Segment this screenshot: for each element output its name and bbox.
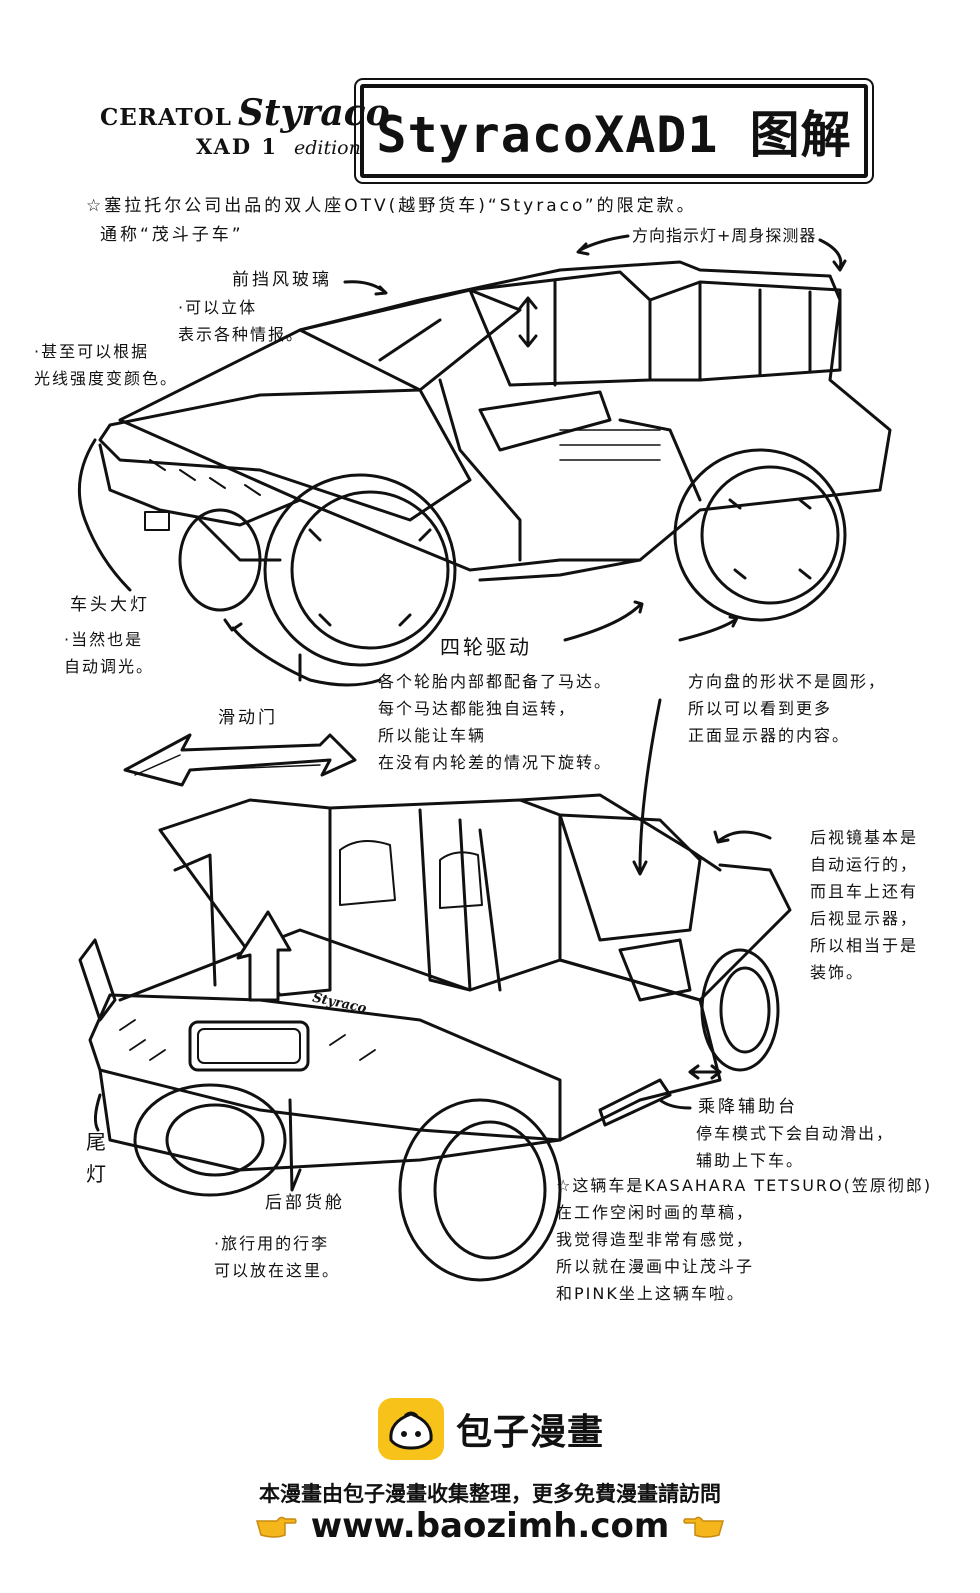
- windshield-desc: ·可以立体 表示各种情报。: [178, 298, 305, 344]
- sliding-door-label: 滑动门: [218, 708, 278, 728]
- site-url-row[interactable]: www.baozimh.com: [0, 1506, 980, 1546]
- brand-model-code: XAD 1: [196, 134, 278, 159]
- footer-notice: 本漫畫由包子漫畫收集整理，更多免費漫畫請訪問: [259, 1482, 721, 1506]
- title-box: StyracoXAD1 图解: [354, 78, 874, 184]
- headlight-label: 车头大灯: [70, 595, 150, 615]
- headlight-bracket: [77, 438, 132, 592]
- mirror-arrow: [718, 830, 772, 842]
- taillight-bracket: [93, 1093, 102, 1132]
- 4wd-label: 四轮驱动: [440, 635, 532, 659]
- step-label: 乘降辅助台: [698, 1097, 798, 1117]
- site-logo[interactable]: 包子漫畫: [378, 1398, 604, 1460]
- cargo-desc: ·旅行用的行李 可以放在这里。: [214, 1234, 341, 1280]
- cargo-up-arrow: [236, 910, 292, 1002]
- cargo-bracket: [288, 1098, 302, 1192]
- headlight-desc: ·当然也是 自动调光。: [64, 630, 155, 676]
- turn-signal-label: 方向指示灯+周身探测器: [632, 226, 817, 245]
- author-note: ☆这辆车是KASAHARA TETSURO(笠原彻郎) 在工作空闲时画的草稿， …: [556, 1176, 933, 1303]
- brand-maker: CERATOL: [100, 104, 232, 131]
- step-desc: 停车模式下会自动滑出， 辅助上下车。: [696, 1124, 895, 1170]
- bun-logo-icon: [378, 1398, 444, 1460]
- step-arrow: [688, 1064, 722, 1080]
- brand-model-script: Styraco: [237, 92, 390, 134]
- brand-edition: edition: [293, 137, 361, 159]
- cargo-label: 后部货舱: [265, 1193, 345, 1213]
- front-vehicle-drawing: [98, 260, 892, 667]
- taillight-label: 尾 灯: [86, 1130, 109, 1186]
- intro-note-line2: 通称“茂斗子车”: [100, 225, 244, 245]
- 4wd-arrow-front: [231, 626, 382, 687]
- sliding-door-arrow: [123, 733, 357, 787]
- page-title: StyracoXAD1 图解: [376, 106, 852, 164]
- pointing-left-icon: [683, 1516, 725, 1538]
- signal-arrow-right: [818, 238, 843, 270]
- windshield-updown-arrow: [518, 296, 538, 348]
- site-url-link[interactable]: www.baozimh.com: [310, 1506, 670, 1546]
- mirror-desc: 后视镜基本是 自动运行的， 而且车上还有 后视显示器， 所以相当于是 装饰。: [810, 828, 919, 982]
- windshield-label: 前挡风玻璃: [232, 270, 332, 290]
- rear-vehicle-drawing: [78, 793, 792, 1282]
- steering-desc: 方向盘的形状不是圆形， 所以可以看到更多 正面显示器的内容。: [688, 672, 887, 745]
- brand-model-line: XAD 1 edition: [196, 134, 361, 159]
- signal-arrow-left: [578, 234, 630, 252]
- vehicle-illustration: [77, 234, 892, 1282]
- steering-arrow: [638, 698, 662, 872]
- pointing-right-icon: [255, 1516, 297, 1538]
- site-logo-text: 包子漫畫: [456, 1412, 605, 1453]
- 4wd-arrow-rear: [563, 603, 642, 642]
- intro-note-line1: ☆塞拉托尔公司出品的双人座OTV(越野货车)“Styraco”的限定款。: [86, 196, 697, 216]
- motors-desc: 各个轮胎内部都配备了马达。 每个马达都能独自运转， 所以能让车辆 在没有内轮差的…: [378, 672, 613, 772]
- windshield-color-desc: ·甚至可以根据 光线强度变颜色。: [34, 342, 179, 388]
